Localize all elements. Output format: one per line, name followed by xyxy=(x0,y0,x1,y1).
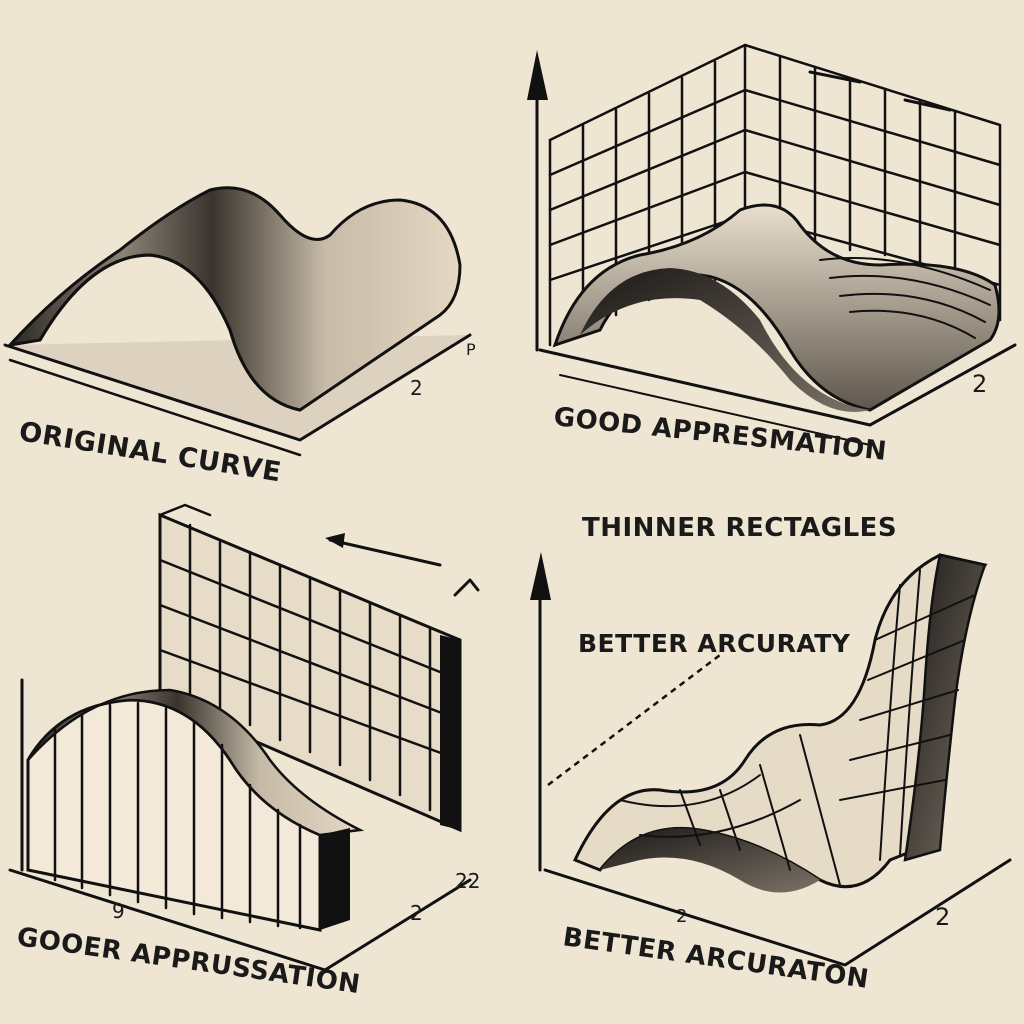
accuracy-front-dark xyxy=(600,828,820,893)
panel-better-accuracy: 2 2 BETTER ARCURATY BETTER ARCURATON xyxy=(530,552,1012,995)
arrow-line xyxy=(328,538,442,567)
curve-front-edge xyxy=(38,253,302,412)
tick-label-2: 2 xyxy=(676,906,687,927)
dashed-guide xyxy=(547,654,721,786)
grid-arrow-1 xyxy=(808,70,862,84)
caption-better-arcuraton: BETTER ARCURATON xyxy=(561,922,871,995)
tick-label-9: 9 xyxy=(112,899,125,923)
y-axis-arrow-icon xyxy=(527,50,548,100)
y-axis-arrow-icon xyxy=(530,552,551,600)
tick-label-2: 2 xyxy=(972,370,987,398)
accuracy-grid xyxy=(619,569,976,886)
caption-original-curve: ORIGINAL CURVE xyxy=(17,416,284,488)
floor-axis xyxy=(8,868,472,972)
floor-axis xyxy=(543,858,1012,967)
floor-back-axis xyxy=(8,358,302,457)
tick-label-2: 2 xyxy=(410,376,423,400)
tick-label-22: 22 xyxy=(455,869,480,893)
grid-arrow-2 xyxy=(903,98,952,112)
tick-label-2: 2 xyxy=(410,901,423,925)
surface-lines xyxy=(819,257,991,339)
arrow-head-icon xyxy=(325,533,345,548)
front-bar-side xyxy=(320,828,350,930)
tick-label-2b: 2 xyxy=(935,903,950,931)
back-wall-side xyxy=(440,635,460,830)
tick-label-p: P xyxy=(466,340,476,359)
panel-original-curve: 2 P ORIGINAL CURVE xyxy=(3,186,476,488)
panel-good-approximation: 2 GOOD APPRESMATION THINNER RECTAGLES xyxy=(527,43,1017,543)
floor-axis-inner xyxy=(559,374,871,446)
bar-dividers xyxy=(53,701,302,930)
back-wall-strips xyxy=(158,503,462,812)
approx-dark-face xyxy=(580,268,870,412)
approx-surface xyxy=(552,203,1001,412)
floor-axis xyxy=(538,343,1017,427)
arrow-tick xyxy=(453,578,480,597)
caption-better-arcuraty: BETTER ARCURATY xyxy=(578,629,851,658)
caption-gooer-appression: GOOER APPRUSSATION xyxy=(15,922,362,1000)
floor-axis xyxy=(3,333,472,442)
panel-gooer-appression: 9 2 22 GOOER APPRUSSATION xyxy=(8,503,480,1000)
caption-thinner-rectagles: THINNER RECTAGLES xyxy=(582,513,897,543)
